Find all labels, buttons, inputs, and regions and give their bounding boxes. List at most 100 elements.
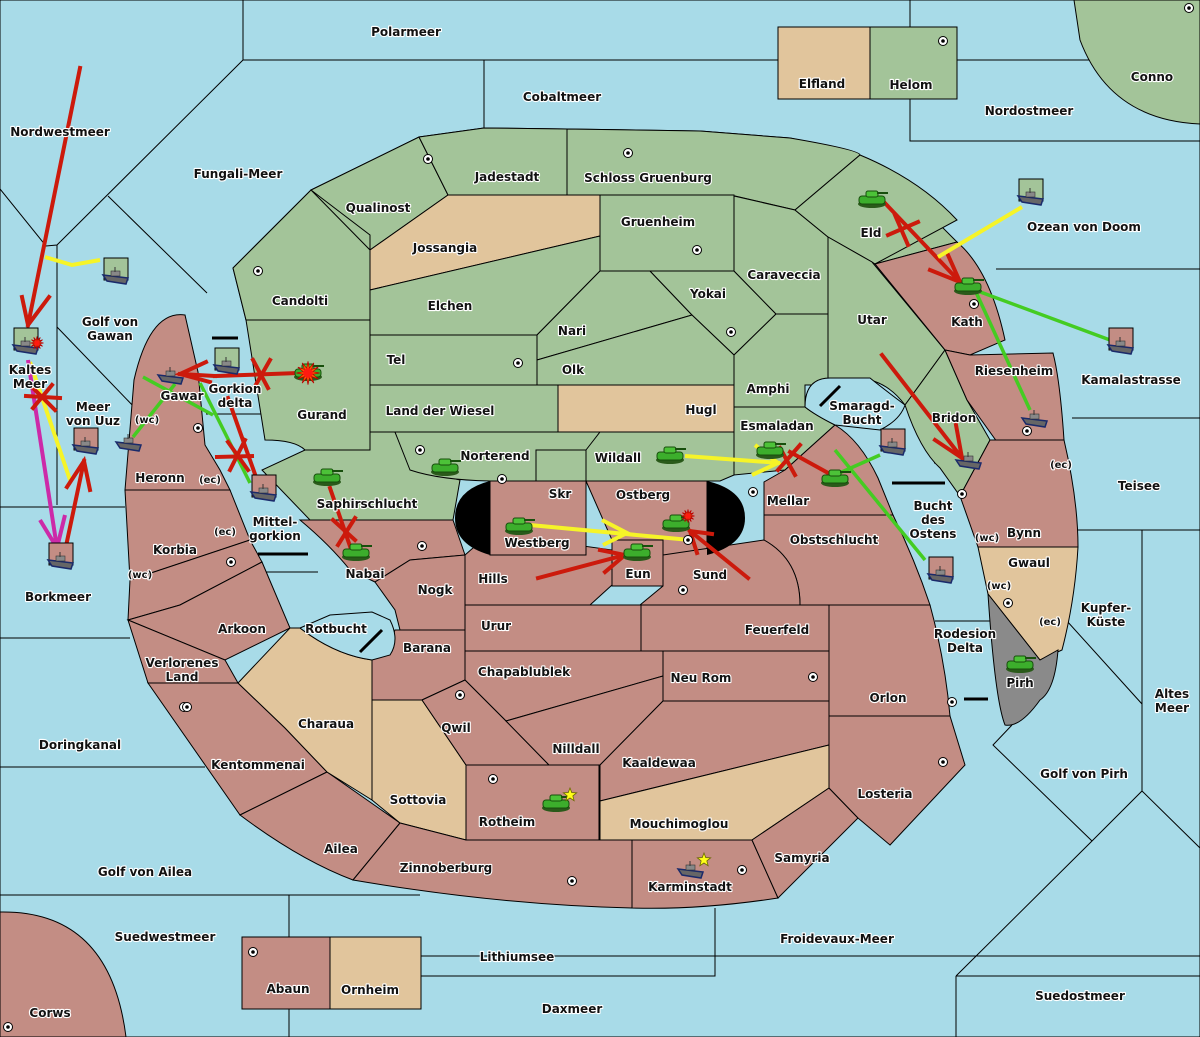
army-icon[interactable] xyxy=(662,514,692,532)
territory-orlon[interactable] xyxy=(828,604,951,717)
supply-center-icon xyxy=(938,757,948,767)
fleet-icon[interactable] xyxy=(11,327,40,355)
label-teisee: Teisee xyxy=(1118,479,1160,493)
territory-westberg[interactable] xyxy=(489,480,587,556)
supply-center-icon xyxy=(182,702,192,712)
territory-land-der-wiesel[interactable] xyxy=(369,384,559,433)
label-jossangia: Jossangia xyxy=(412,241,477,255)
label-ailea: Ailea xyxy=(324,842,358,856)
fleet-icon[interactable] xyxy=(212,347,241,375)
order-support-arrow xyxy=(142,375,214,417)
territory-corws[interactable] xyxy=(0,911,127,1037)
label-neu-rom: Neu Rom xyxy=(671,671,732,685)
army-icon[interactable] xyxy=(505,517,535,535)
label-suedostmeer: Suedostmeer xyxy=(1035,989,1125,1003)
sea-rotbucht[interactable] xyxy=(299,611,396,661)
order-move-arrow xyxy=(327,485,356,558)
fleet-icon[interactable] xyxy=(101,257,130,285)
border xyxy=(955,790,1200,977)
label-pirh: Pirh xyxy=(1006,676,1033,690)
label-gurand: Gurand xyxy=(297,408,347,422)
army-icon[interactable] xyxy=(542,794,572,812)
fleet-icon[interactable] xyxy=(46,542,75,570)
label-polarmeer: Polarmeer xyxy=(371,25,441,39)
impassable-cap-west xyxy=(455,481,490,555)
supply-center-icon xyxy=(748,487,758,497)
label-rotheim: Rotheim xyxy=(479,815,536,829)
fleet-icon[interactable] xyxy=(878,428,907,456)
army-icon[interactable] xyxy=(656,446,686,464)
fleet-icon[interactable] xyxy=(676,861,705,879)
coast-marker: (ec) xyxy=(1050,460,1072,471)
sea-smaragd-bucht[interactable] xyxy=(804,377,906,431)
label-borkmeer: Borkmeer xyxy=(25,590,91,604)
army-icon[interactable] xyxy=(954,277,984,295)
supply-center-icon xyxy=(683,535,693,545)
army-icon[interactable] xyxy=(623,543,653,561)
label-doringkanal: Doringkanal xyxy=(39,738,121,752)
fleet-icon[interactable] xyxy=(156,367,185,385)
supply-center-icon xyxy=(513,358,523,368)
label-sottovia: Sottovia xyxy=(390,793,447,807)
label-ozean-von-doom: Ozean von Doom xyxy=(1027,220,1141,234)
fleet-icon[interactable] xyxy=(926,556,955,584)
territory-tel[interactable] xyxy=(369,334,538,386)
fleet-icon[interactable] xyxy=(1106,327,1135,355)
army-icon[interactable] xyxy=(431,458,461,476)
army-icon[interactable] xyxy=(342,543,372,561)
label-norterend: Norterend xyxy=(460,449,529,463)
territory-candolti[interactable] xyxy=(232,189,371,321)
label-fungali-meer: Fungali-Meer xyxy=(194,167,283,181)
label-elchen: Elchen xyxy=(428,299,473,313)
coast-marker: (ec) xyxy=(1039,617,1061,628)
territory-rotheim[interactable] xyxy=(465,764,600,841)
fleet-icon[interactable] xyxy=(249,474,278,502)
order-support-arrow xyxy=(974,288,1111,342)
label-cobaltmeer: Cobaltmeer xyxy=(523,90,601,104)
supply-center-icon xyxy=(226,557,236,567)
fleet-icon[interactable] xyxy=(114,434,143,452)
failed-order-x-icon xyxy=(330,515,358,548)
label-charaua: Charaua xyxy=(298,717,354,731)
label-urur: Urur xyxy=(481,619,511,633)
territory-gruenheim[interactable] xyxy=(599,194,735,272)
army-icon[interactable] xyxy=(858,190,888,208)
label-caraveccia: Caraveccia xyxy=(747,268,820,282)
label-froidevaux-meer: Froidevaux-Meer xyxy=(780,932,894,946)
label-mouchimoglou: Mouchimoglou xyxy=(630,817,729,831)
label-gawar: Gawar xyxy=(160,389,203,403)
label-zinnoberburg: Zinnoberburg xyxy=(400,861,492,875)
label-smaragd-bucht: Smaragd-Bucht xyxy=(829,399,894,427)
label-jadestadt: Jadestadt xyxy=(474,170,540,184)
territory-ornheim[interactable] xyxy=(329,936,422,1010)
territory-elfland[interactable] xyxy=(777,26,871,100)
fleet-icon[interactable] xyxy=(71,427,100,455)
label-sund: Sund xyxy=(693,568,727,582)
fleet-icon[interactable] xyxy=(1020,410,1049,428)
coast-marker: (wc) xyxy=(135,415,159,426)
supply-center-icon xyxy=(423,154,433,164)
army-icon[interactable] xyxy=(756,441,786,459)
label-abaun: Abaun xyxy=(266,982,309,996)
army-icon[interactable] xyxy=(821,469,851,487)
label-candolti: Candolti xyxy=(272,294,328,308)
label-ostberg: Ostberg xyxy=(616,488,670,502)
failed-order-x-icon xyxy=(214,437,255,473)
supply-center-icon xyxy=(623,148,633,158)
fleet-icon[interactable] xyxy=(1016,178,1045,206)
army-icon[interactable] xyxy=(1006,655,1036,673)
territory-hugl[interactable] xyxy=(557,384,735,433)
fleet-icon[interactable] xyxy=(954,452,983,470)
army-icon[interactable] xyxy=(313,468,343,486)
territory-gawar[interactable] xyxy=(124,314,231,491)
label-olk: Olk xyxy=(562,363,585,377)
label-suedwestmeer: Suedwestmeer xyxy=(115,930,216,944)
supply-center-icon xyxy=(726,327,736,337)
order-support-arrow xyxy=(44,255,101,268)
order-support-arrow xyxy=(198,382,252,484)
